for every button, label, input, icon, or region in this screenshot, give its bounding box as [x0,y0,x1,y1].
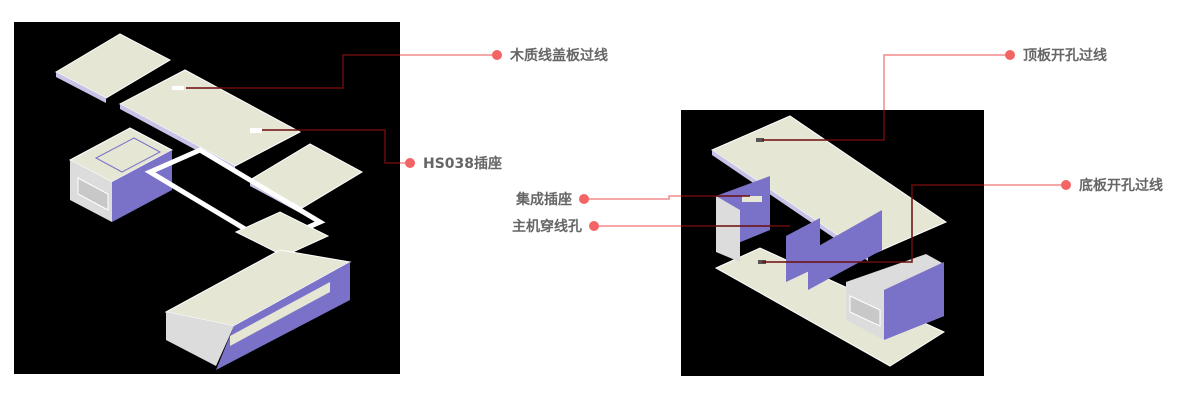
bottom-cabinet [164,249,352,370]
right-unit [846,254,944,340]
callout-line-wood-cover [186,54,400,89]
callout-dot [1005,50,1015,60]
callout-label-hs038: HS038插座 [423,155,502,172]
callout-dot [579,194,589,204]
callout-label-host-hole: 主机穿线孔 [512,218,582,235]
callout-dot [589,221,599,231]
left-unit [716,176,770,262]
callout-label-bottom-hole: 底板开孔过线 [1079,177,1163,194]
callout-label-wood-cover: 木质线盖板过线 [509,47,608,64]
callout-label-integrated-socket: 集成插座 [515,191,572,208]
callout-line-hs038 [262,129,400,164]
callout-dot [405,158,415,168]
callout-line-integrated-socket [584,195,681,200]
partition [786,210,882,290]
callout-line-top-hole [762,110,885,141]
right-diagram-panel: 顶板开孔过线 集成插座 主机穿线孔 底板开孔过线 [512,47,1163,376]
cable-frame [144,147,330,257]
callout-dot [1061,180,1071,190]
wood-cover-board [54,33,172,103]
callout-dot [492,50,502,60]
callout-label-top-hole: 顶板开孔过线 [1023,47,1107,64]
left-diagram-panel: 木质线盖板过线 HS038插座 [14,22,608,374]
